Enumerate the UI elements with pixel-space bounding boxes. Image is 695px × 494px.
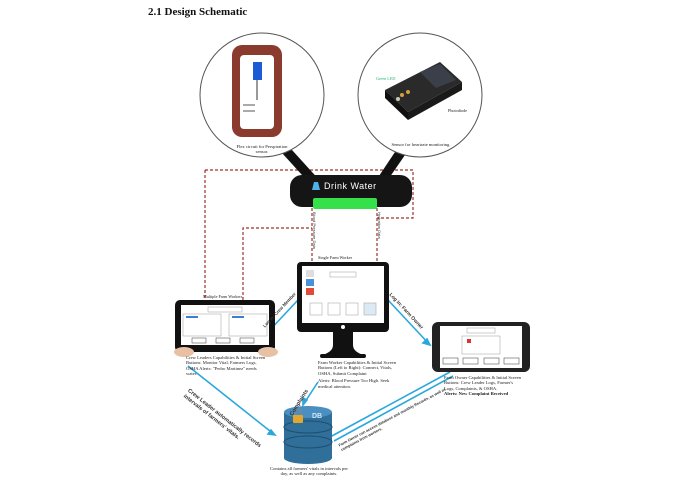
- data-flow-lines: [204, 169, 414, 300]
- phone-image: [432, 322, 530, 372]
- arrow-owner-login: [387, 299, 431, 346]
- arrowhead: [421, 337, 432, 347]
- arrowhead: [302, 396, 309, 408]
- arrowhead: [266, 428, 277, 437]
- single-worker-alert: Alerts: Blood Pressure Too High. Seek me…: [318, 378, 390, 389]
- drink-water-band: [290, 175, 412, 209]
- tablet-image: [174, 300, 278, 357]
- blue-arrows: [187, 299, 454, 442]
- single-worker-capabilities: Farm Worker Capabilities & Initial Scree…: [318, 360, 397, 376]
- heartrate-sensor-image: [357, 32, 483, 158]
- bp-data-label: Blood Pressure Data: [312, 212, 317, 249]
- perspiration-sensor-image: [199, 32, 325, 158]
- farm-owner-caption: Farm Owner Capabilities & Initial Screen…: [444, 375, 524, 397]
- photodiode-label: Photodiode: [448, 108, 468, 113]
- arrow-owner-access: [329, 371, 451, 438]
- device-brand: Drink Water: [324, 181, 377, 191]
- arrow-crew-records: [187, 365, 276, 436]
- green-led-label: Green LED: [376, 76, 396, 81]
- multiple-workers-label: Multiple Farm Workers: [203, 294, 243, 299]
- db-icon: DB: [312, 413, 323, 420]
- dashed-line-top: [205, 169, 414, 219]
- hydration-data-label: Hydration Data: [377, 212, 382, 239]
- single-worker-caption: Farm Worker Capabilities & Initial Scree…: [318, 360, 396, 389]
- section-title: 2.1 Design Schematic: [148, 6, 248, 18]
- farm-owner-capabilities: Farm Owner Capabilities & Initial Screen…: [444, 375, 521, 391]
- farm-owner-alert: Alerts: New Complaint Received: [444, 391, 509, 397]
- water-drop-icon: [312, 182, 320, 190]
- dashed-line-left-inner: [242, 227, 312, 300]
- heartrate-caption: Sensor for heartrate monitoring.: [391, 142, 451, 147]
- monitor-image: [297, 262, 389, 358]
- multiple-workers-caption: Crew Leaders Capabilities & Initial Scre…: [186, 355, 266, 377]
- lock-icon: [293, 415, 303, 423]
- single-worker-label: Single Farm Worker: [318, 255, 353, 260]
- perspiration-caption: Flex circuit for Perspiration sensor.: [236, 144, 288, 155]
- database-caption: Contains all farmers' vitals in interval…: [270, 466, 348, 477]
- arrow-owner-access-return: [333, 375, 454, 442]
- database-image: [283, 406, 333, 464]
